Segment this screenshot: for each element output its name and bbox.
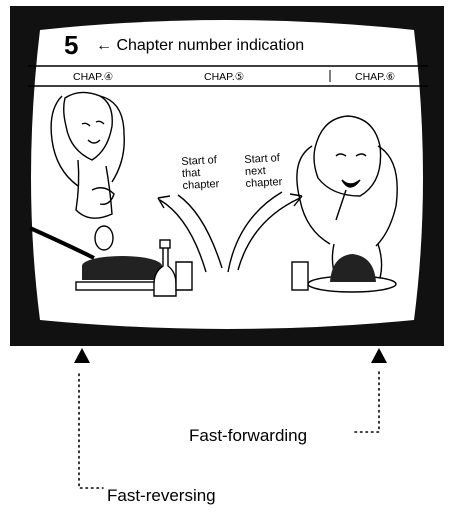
fast-forwarding-label: Fast-forwarding [189,426,308,445]
direction-arrows [157,191,303,273]
chapter-label-4: CHAP.④ [73,71,114,83]
chapter-label-6: CHAP.⑥ [355,71,396,83]
chapter-number: 5 [64,30,79,60]
dinner-plate [291,254,397,293]
fast-reversing-label: Fast-reversing [107,486,216,505]
fast-reverse-path [78,373,104,489]
chapter-label-5: CHAP.⑤ [204,71,245,83]
note-right-line-3: chapter [245,176,283,190]
fast-forward-path [352,371,380,433]
bottles [153,239,193,297]
woman-cooking-illustration [50,91,125,251]
start-of-next-chapter-note: Start of next chapter [244,152,283,190]
fast-reverse-marker [74,348,90,363]
fast-forward-marker [371,348,387,363]
woman-eating-illustration [296,115,398,279]
note-left-line-3: chapter [182,178,220,192]
note-right-line-1: Start of [244,152,281,166]
start-of-that-chapter-note: Start of that chapter [181,154,220,192]
tv-screen [31,20,423,329]
chapter-number-caption: ← Chapter number indication [96,37,305,54]
note-left-line-1: Start of [181,154,218,168]
